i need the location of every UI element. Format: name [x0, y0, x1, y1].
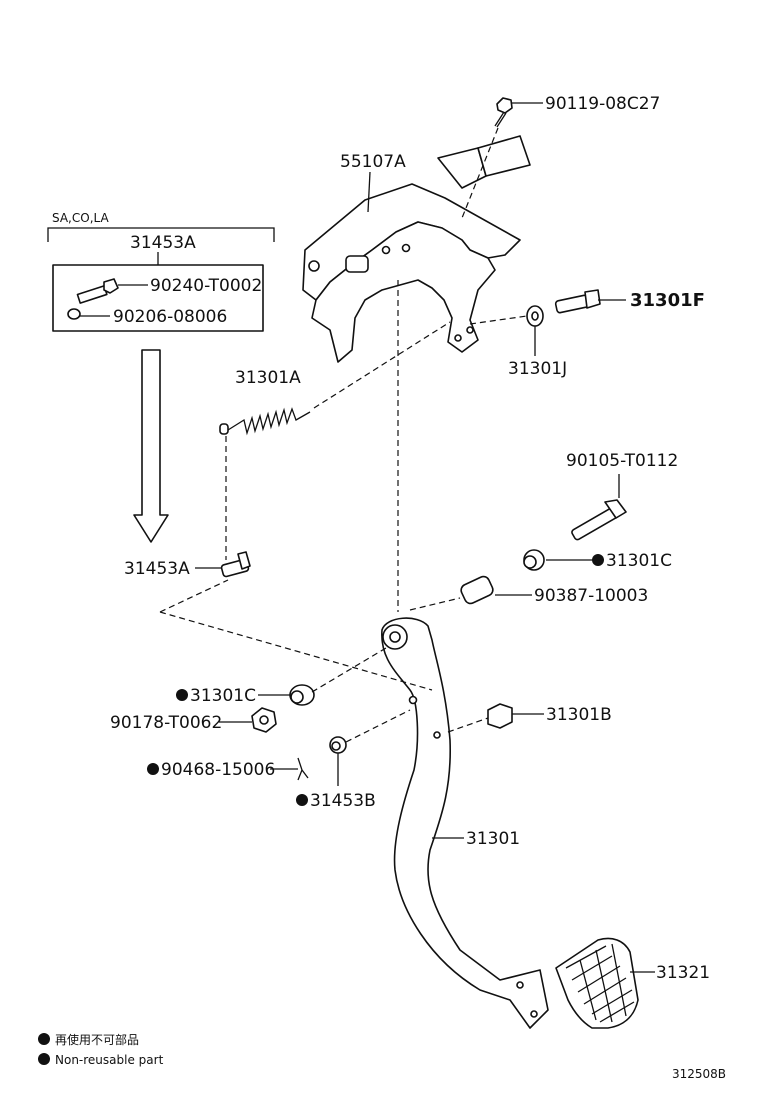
callout-pedal-pad: 31321: [656, 963, 710, 983]
bushing-right-shape: [526, 305, 544, 327]
non-reusable-marker: [147, 763, 159, 775]
nut-shape: [251, 707, 277, 733]
callout-pin-b: 31453B: [310, 791, 376, 811]
bolt-lower-right-shape: [571, 499, 627, 541]
clip-shape: [297, 757, 309, 781]
callout-spring: 31301A: [235, 368, 301, 388]
bracket-shape: [302, 183, 521, 363]
leader-lines: [195, 102, 655, 973]
callout-group-washer: 90206-08006: [113, 307, 227, 327]
pedal-arm-shape: [381, 617, 549, 1029]
callout-pedal-arm: 31301: [466, 829, 520, 849]
callout-stopper: 31301B: [546, 705, 612, 725]
callout-bracket: 55107A: [340, 152, 406, 172]
bolt-right-shape: [554, 289, 601, 314]
group-header: SA,CO,LA: [52, 211, 109, 225]
callout-bolt-right: 31301F: [630, 290, 705, 311]
callout-pin-left: 31453A: [124, 559, 190, 579]
stopper-shape: [487, 703, 513, 729]
legend-bullet: [38, 1053, 50, 1065]
plate-shape: [437, 135, 531, 189]
assembly-lines: [159, 127, 528, 743]
callout-bushing-right: 31301J: [508, 359, 567, 379]
callout-clip: 90468-15006: [161, 760, 275, 780]
callout-collar: 90387-10003: [534, 586, 648, 606]
callout-bushing-c-right: 31301C: [606, 551, 672, 571]
legend-line-1: 再使用不可部品: [55, 1032, 139, 1047]
callout-bolt-lower-right: 90105-T0112: [566, 451, 678, 471]
legend-line-2: Non-reusable part: [55, 1053, 164, 1067]
diagram-code: 312508B: [672, 1067, 726, 1081]
non-reusable-marker: [592, 554, 604, 566]
bolt-top-shape: [494, 97, 513, 128]
non-reusable-marker: [296, 794, 308, 806]
direction-arrow: [133, 349, 169, 543]
spring-shape: [219, 407, 311, 436]
group-box-shape: [47, 227, 275, 332]
pedal-pad-shape: [555, 937, 639, 1029]
callout-group-bolt: 90240-T0002: [150, 276, 262, 296]
callout-nut: 90178-T0062: [110, 713, 222, 733]
collar-shape: [460, 575, 494, 605]
legend: 再使用不可部品 Non-reusable part: [38, 1032, 164, 1067]
callout-bushing-c-left: 31301C: [190, 686, 256, 706]
non-reusable-marker: [176, 689, 188, 701]
bushing-c-right-shape: [523, 549, 545, 571]
callout-bolt-top: 90119-08C27: [545, 94, 660, 114]
group-title: 31453A: [130, 233, 196, 253]
pin-left-shape: [220, 551, 251, 578]
bushing-c-left-shape: [289, 684, 315, 706]
pin-b-shape: [329, 736, 347, 754]
legend-bullet: [38, 1033, 50, 1045]
